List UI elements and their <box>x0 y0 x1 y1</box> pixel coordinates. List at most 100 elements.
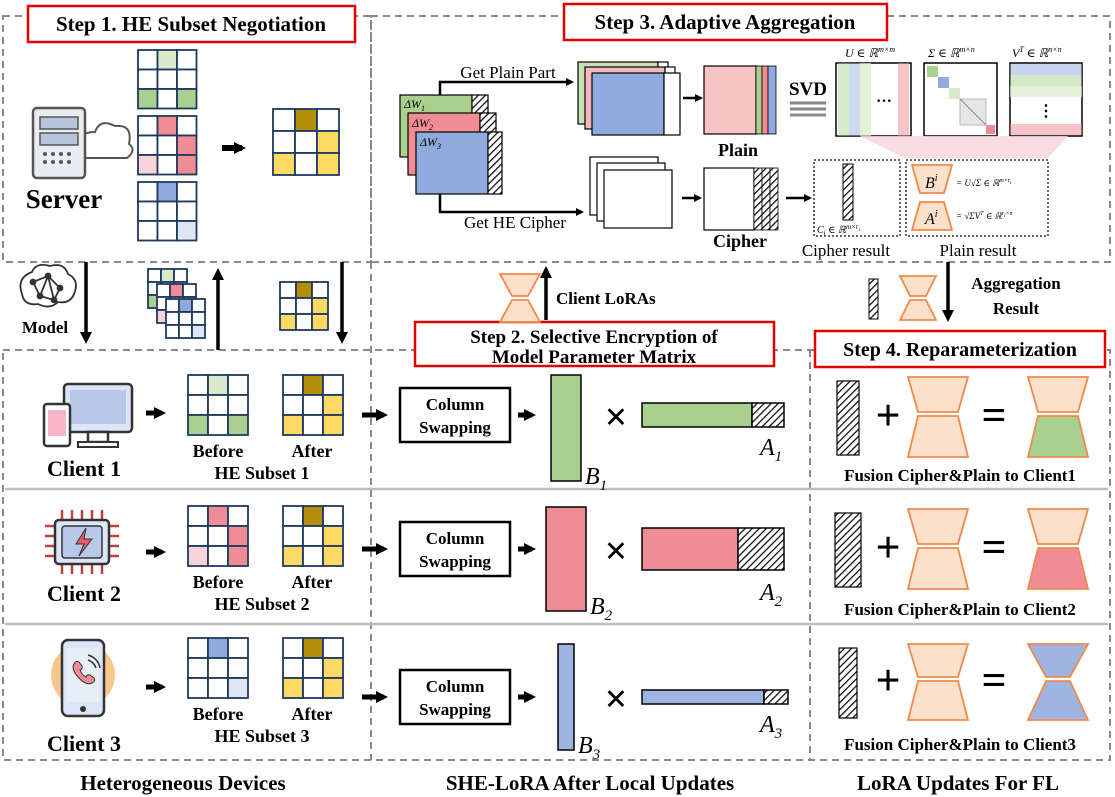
equals-sign: = <box>981 523 1006 572</box>
grid-cell <box>282 394 304 416</box>
aggregation-result-line1: Aggregation <box>971 274 1061 293</box>
ci-label: Ci ∈ ℝm×ri <box>817 223 860 237</box>
plus-sign: + <box>875 523 900 572</box>
grid-cell <box>227 657 249 679</box>
grid-cell <box>187 637 209 659</box>
grid-cell <box>191 311 206 326</box>
bi-symbol: Bi <box>925 173 938 192</box>
grid-cell <box>207 505 229 527</box>
b-label: B3 <box>578 733 600 763</box>
column-swapping-line2: Swapping <box>419 700 491 719</box>
grid-cell <box>282 637 304 659</box>
after-label: After <box>292 441 333 461</box>
grid-cell <box>191 298 206 313</box>
grid-cell <box>282 525 304 547</box>
get-cipher-label: Get HE Cipher <box>464 213 566 232</box>
grid-cell <box>322 677 344 699</box>
band-grids <box>147 268 329 339</box>
a-label: A2 <box>758 580 783 610</box>
svd-label: SVD <box>789 79 827 100</box>
get-plain-label: Get Plain Part <box>460 63 556 82</box>
step1-title-box: Step 1. HE Subset Negotiation <box>26 4 357 44</box>
grid-cell <box>156 88 178 110</box>
grid-cell <box>295 313 313 331</box>
column-swapping-box <box>398 668 512 726</box>
step3-title: Step 3. Adaptive Aggregation <box>595 10 856 34</box>
footer-col2: SHE-LoRA After Local Updates <box>446 771 734 795</box>
grid-cell <box>207 414 229 436</box>
grid-cell <box>187 677 209 699</box>
grid-cell <box>227 677 249 699</box>
grid-cell <box>160 268 175 283</box>
grid-cell <box>187 657 209 679</box>
cipher-part <box>834 512 862 588</box>
equals-sign: = <box>981 391 1006 440</box>
grid-cell <box>316 152 340 176</box>
vt-label: VT ∈ ℝn×n <box>1012 45 1062 60</box>
fused-a-trapezoid <box>1026 680 1090 721</box>
grid-cell <box>156 68 178 90</box>
u-dots: ··· <box>876 93 892 110</box>
after-grid <box>282 505 344 567</box>
cipher-matrix <box>703 167 779 231</box>
u-label: U ∈ ℝm×m <box>845 45 895 60</box>
a-matrix-cipher <box>737 527 785 571</box>
get-cipher-arrow <box>438 194 584 216</box>
svd-equals-icon <box>790 101 826 117</box>
server-icon <box>31 106 134 180</box>
fusion-label: Fusion Cipher&Plain to Client3 <box>844 735 1076 754</box>
grid-cell <box>322 545 344 567</box>
client-name: Client 1 <box>47 456 121 481</box>
grid-cell <box>176 220 198 242</box>
grid-cell <box>176 68 198 90</box>
a-label: A3 <box>758 712 782 742</box>
grid-cell <box>147 268 162 283</box>
grid-cell <box>294 152 318 176</box>
down-arrows <box>80 262 954 344</box>
fused-b-trapezoid <box>1026 643 1090 678</box>
band-grid-subset <box>279 281 329 331</box>
step2-title-box: Step 2. Selective Encryption of Model Pa… <box>413 320 776 368</box>
grid-cell <box>302 677 324 699</box>
client-lora-icon <box>498 273 542 323</box>
grid-cell <box>191 324 206 339</box>
column-swapping-box <box>398 386 512 444</box>
fused-a-trapezoid <box>1026 547 1090 590</box>
grid-cell <box>182 283 197 298</box>
grid-cell <box>156 220 178 242</box>
column-swapping-line1: Column <box>426 677 485 696</box>
grid-cell <box>156 181 178 203</box>
a-matrix-cipher <box>751 402 785 428</box>
grid-cell <box>322 394 344 416</box>
equals-sign: = <box>981 656 1006 705</box>
after-grid <box>282 637 344 699</box>
sigma-matrix <box>923 62 998 137</box>
grid-cell <box>176 88 198 110</box>
he-subset-label: HE Subset 3 <box>214 726 309 746</box>
before-label: Before <box>193 572 244 592</box>
b-matrix <box>550 374 582 482</box>
grid-cell <box>176 154 198 176</box>
aggregation-result-line2: Result <box>993 299 1040 318</box>
grid-cell <box>316 108 340 132</box>
grid-cell <box>282 657 304 679</box>
up-arrows <box>212 266 552 350</box>
grid-cell <box>173 268 188 283</box>
plus-sign: + <box>875 391 900 440</box>
grid-cell <box>322 637 344 659</box>
grid-cell <box>282 677 304 699</box>
times-sign: × <box>605 528 628 573</box>
plain-a-trapezoid <box>906 415 970 458</box>
times-sign: × <box>605 676 628 721</box>
grid-cell <box>137 49 159 71</box>
grid-cell <box>207 677 229 699</box>
cipher-part <box>838 647 858 719</box>
b-label: B2 <box>590 594 613 624</box>
step1-title: Step 1. HE Subset Negotiation <box>56 12 326 36</box>
bi-equation: = U√Σ ∈ ℝm×ri <box>956 178 1012 188</box>
grid-cell <box>227 414 249 436</box>
fused-a-trapezoid <box>1026 415 1090 458</box>
grid-cell <box>187 505 209 527</box>
client-row-dividers <box>5 487 1108 626</box>
